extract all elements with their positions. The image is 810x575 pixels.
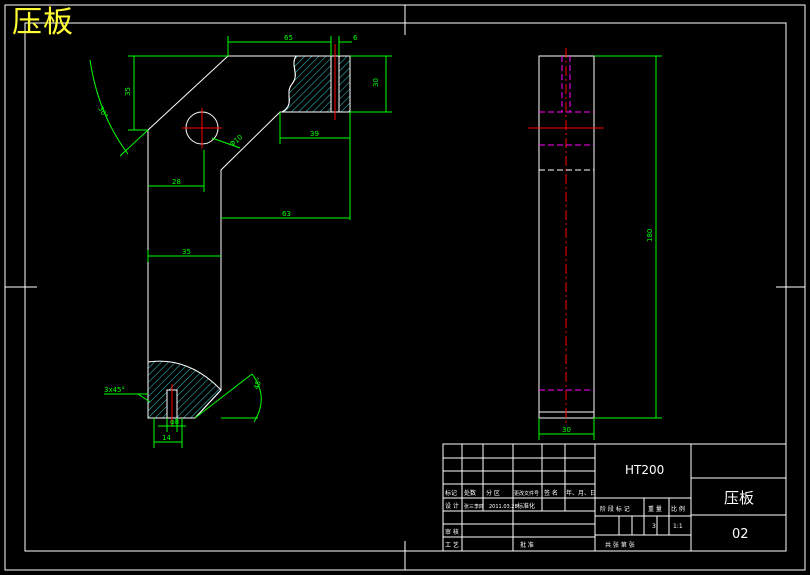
rev-header-3: 更改文件号: [514, 490, 539, 497]
row-label-process: 工 艺: [445, 541, 459, 549]
approve-label: 批 准: [520, 541, 534, 549]
dim-arm-width: 35: [182, 248, 191, 256]
rev-header-4: 签 名: [544, 489, 558, 497]
front-dimensions: [89, 36, 392, 448]
dim-slot-width: 6: [353, 34, 358, 42]
side-dimensions: [538, 55, 662, 440]
part-name-label: 压板: [724, 489, 754, 507]
material-label: HT200: [625, 463, 664, 477]
hatch-section-top: [280, 55, 351, 113]
weight-header: 重 量: [648, 505, 662, 513]
side-view: [528, 48, 604, 426]
dim-chamfer: 3x45°: [104, 386, 125, 394]
row-label-design: 设 计: [445, 502, 459, 510]
rev-header-5: 年、月、日: [566, 489, 596, 497]
title-block-texts: HT200 压板 02 标记 处数 分 区 更改文件号 签 名 年、月、日 设 …: [445, 463, 754, 549]
sheet-inner-frame: [24, 22, 787, 552]
scale-value: 1:1: [673, 523, 683, 530]
rev-header-0: 标记: [445, 489, 457, 497]
dim-right-span: 63: [282, 210, 291, 218]
dim-angle-top: 30°: [96, 105, 109, 120]
dim-mid-width: 28: [172, 178, 181, 186]
front-view: [147, 44, 351, 426]
side-hidden-lines: [539, 56, 594, 391]
stage-header: 阶 段 标 记: [600, 505, 630, 513]
row-label-review: 审 核: [445, 528, 459, 536]
title-block: [442, 443, 787, 552]
dim-side-height: 180: [646, 229, 654, 242]
drawing-title: 压板: [12, 5, 74, 40]
dim-top-width: 65: [284, 34, 293, 42]
dim-height-left: 35: [124, 87, 132, 96]
sheet-value: 3: [652, 523, 656, 530]
dim-height-right: 30: [372, 78, 380, 87]
dim-step-width: 39: [310, 130, 319, 138]
dim-angle-bottom: 45°: [252, 376, 264, 390]
rev-header-2: 分 区: [486, 489, 500, 497]
design-sign: 张三李四: [464, 503, 484, 510]
drawing-number: 02: [732, 527, 749, 542]
rev-header-1: 处数: [464, 489, 476, 497]
dim-pin-w1: φ8: [170, 418, 179, 426]
sheet-footer: 共 张 第 张: [605, 541, 635, 549]
standardize-label: 标准化: [517, 502, 535, 510]
hatch-section-bottom: [147, 360, 222, 419]
scale-header: 比 例: [671, 505, 685, 513]
design-date: 2011.03.28: [489, 504, 518, 510]
centering-marks: [5, 5, 805, 570]
dim-side-width: 30: [562, 426, 571, 434]
dim-pin-w2: 14: [162, 434, 171, 442]
